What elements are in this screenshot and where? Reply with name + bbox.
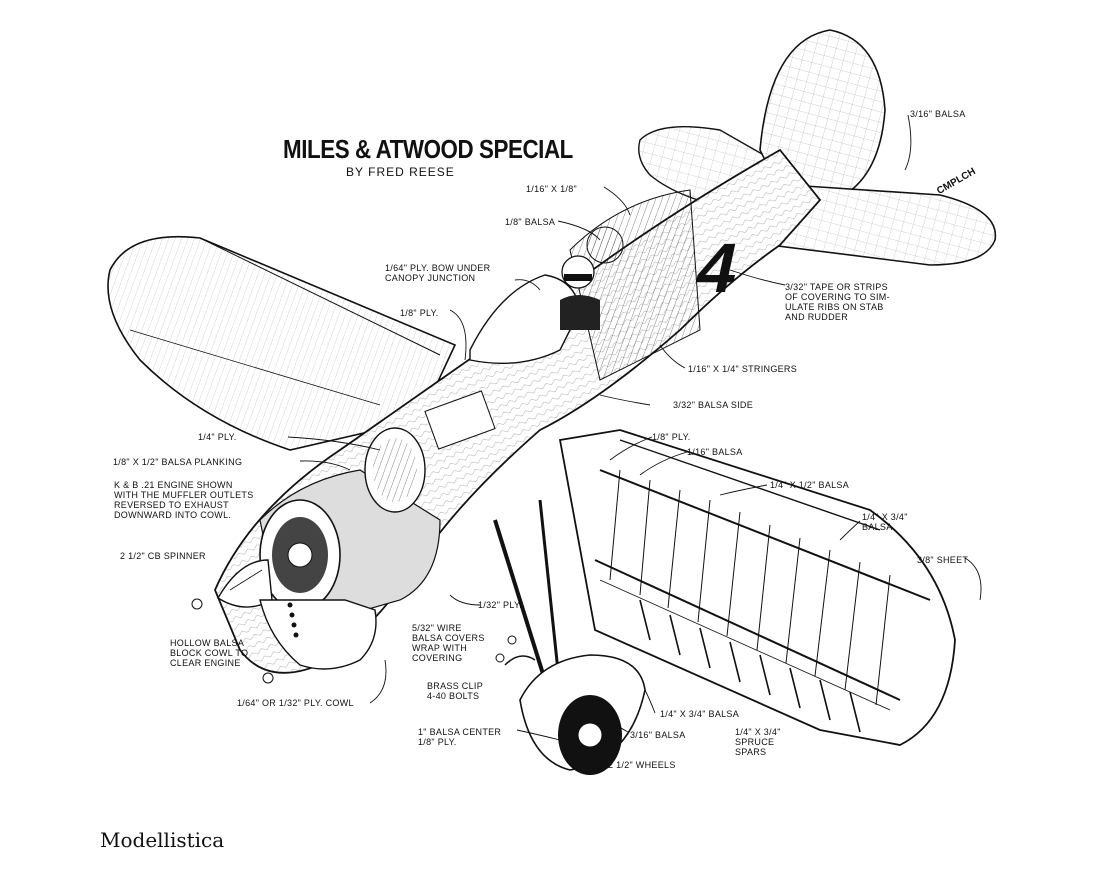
label-engine: K & B .21 ENGINE SHOWN WITH THE MUFFLER …	[114, 480, 254, 520]
page-title: MILES & ATWOOD SPECIAL	[283, 134, 573, 164]
label-wire: 5/32" WIRE BALSA COVERS WRAP WITH COVERI…	[412, 623, 485, 663]
label-ply-1-4: 1/4" PLY.	[198, 432, 237, 442]
label-ply-1-8-top: 1/8" PLY.	[400, 308, 439, 318]
label-ply-1-32: 1/32" PLY.	[478, 600, 522, 610]
label-balsa-1-4x3-4-bottom: 1/4" X 3/4" BALSA	[660, 709, 740, 719]
label-stringer-1-16x1-8: 1/16" X 1/8"	[526, 184, 578, 194]
label-spinner: 2 1/2" CB SPINNER	[120, 551, 206, 561]
right-stabilizer	[764, 184, 997, 266]
label-balsa-1-8: 1/8" BALSA	[505, 217, 556, 227]
label-sheet-3-8: 3/8" SHEET	[917, 555, 969, 565]
label-tape-strips: 3/32" TAPE OR STRIPS OF COVERING TO SIM-…	[785, 282, 890, 322]
label-balsa-1-4x3-4-top: 1/4" X 3/4" BALSA	[862, 512, 908, 532]
spinner	[217, 559, 273, 608]
hardware	[191, 598, 536, 684]
leader-lines	[287, 114, 982, 741]
label-balsa-1-16: 1/16" BALSA	[687, 447, 743, 457]
label-ply-bow: 1/64" PLY. BOW UNDER CANOPY JUNCTION	[385, 263, 491, 283]
subtitle: BY FRED REESE	[346, 165, 455, 179]
label-tail-balsa: 3/16" BALSA	[910, 109, 966, 119]
label-hollow-cowl: HOLLOW BALSA BLOCK COWL TO CLEAR ENGINE	[170, 638, 249, 668]
label-balsa-3-16-wheel: 3/16" BALSA	[630, 730, 686, 740]
footer-brand: Modellistica	[100, 828, 225, 852]
label-balsa-side: 3/32" BALSA SIDE	[673, 400, 754, 410]
label-spruce-spars: 1/4" X 3/4" SPRUCE SPARS	[735, 727, 781, 757]
label-brass-clip: BRASS CLIP 4-40 BOLTS	[427, 681, 484, 701]
landing-gear	[493, 499, 646, 775]
label-balsa-center: 1" BALSA CENTER 1/8" PLY.	[418, 727, 502, 747]
label-stringers-1-16x1-4: 1/16" X 1/4" STRINGERS	[688, 364, 798, 374]
engine-cutaway	[259, 390, 496, 621]
cowl	[259, 599, 377, 670]
right-wing-structure	[558, 429, 956, 746]
label-wheels: 2 1/2" WHEELS	[608, 760, 676, 770]
label-balsa-1-4x1-2: 1/4" X 1/2" BALSA	[770, 480, 850, 490]
label-ply-cowl: 1/64" OR 1/32" PLY. COWL	[237, 698, 354, 708]
left-wing	[107, 235, 457, 451]
label-planking: 1/8" X 1/2" BALSA PLANKING	[113, 457, 243, 467]
label-ply-1-8-wing: 1/8" PLY.	[652, 432, 691, 442]
